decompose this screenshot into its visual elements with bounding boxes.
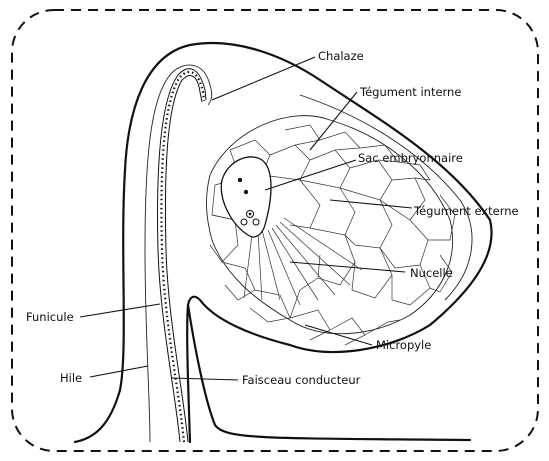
label-nucelle: Nucelle [410,266,453,280]
leader-hile [90,366,148,377]
label-sac-embryonnaire: Sac embryonnaire [358,151,463,165]
funicle-inner-wall [145,65,212,442]
leader-faisceau [172,378,238,380]
leader-micropyle [305,325,372,345]
label-chalaze: Chalaze [318,49,364,63]
leader-chalaze [212,57,315,100]
leader-nucelle [290,262,405,272]
vascular-bundle-dots [161,72,204,442]
label-tegument-interne: Tégument interne [359,85,461,99]
label-hile: Hile [60,371,82,385]
embryo-sac [221,157,271,237]
label-micropyle: Micropyle [376,338,431,352]
leader-sac-embryonnaire [265,160,356,190]
label-faisceau-conducteur: Faisceau conducteur [242,373,361,387]
label-funicule: Funicule [26,310,74,324]
funicle-right-wall [187,305,190,442]
vascular-bundle-right [165,76,202,442]
vascular-bundle-left [158,69,206,442]
leader-funicule [80,304,160,317]
leader-tegument-externe [330,200,412,208]
label-tegument-externe: Tégument externe [413,204,519,218]
